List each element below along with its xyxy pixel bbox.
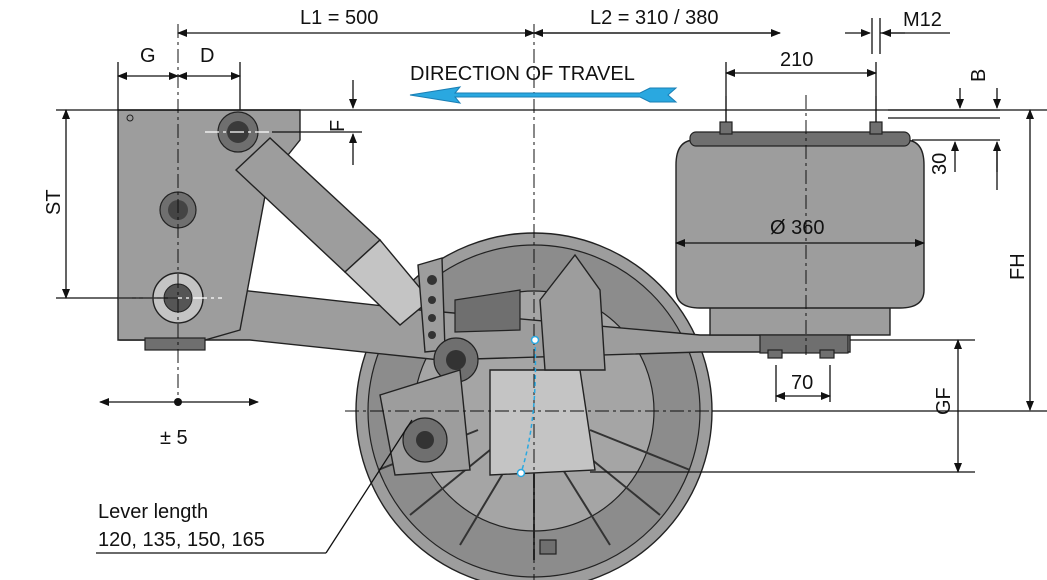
label-diameter: Ø 360 — [770, 217, 824, 239]
direction-of-travel: DIRECTION OF TRAVEL — [409, 63, 678, 104]
bellow-base — [709, 304, 891, 336]
label-st: ST — [43, 189, 65, 215]
dim-70: 70 — [775, 365, 831, 402]
upper-bracket — [539, 253, 606, 371]
label-gf: GF — [933, 387, 955, 415]
dim-diameter: Ø 360 — [675, 217, 925, 247]
dim-st: ST — [43, 109, 178, 299]
stud-right — [869, 121, 883, 135]
stud-left — [719, 121, 733, 135]
label-l2: L2 = 310 / 380 — [590, 7, 718, 29]
label-lever-values: 120, 135, 150, 165 — [98, 529, 265, 551]
direction-arrow-icon — [409, 86, 678, 104]
label-tolerance: ± 5 — [160, 427, 188, 449]
dim-l1: L1 = 500 — [177, 7, 535, 37]
dim-fh: FH — [1007, 109, 1034, 411]
label-30: 30 — [929, 153, 951, 175]
label-m12: M12 — [903, 9, 942, 31]
label-f: F — [327, 120, 349, 132]
axle-stub — [489, 369, 596, 476]
lever-length-note: Lever length 120, 135, 150, 165 — [96, 419, 413, 554]
dim-tolerance: ± 5 — [99, 398, 259, 449]
beam-end-plate — [759, 334, 849, 354]
label-d: D — [200, 45, 214, 67]
drum-clip — [539, 539, 557, 555]
label-lever-title: Lever length — [98, 501, 208, 523]
brake-chamber — [454, 289, 521, 333]
dim-g-d: G D — [117, 45, 241, 110]
label-g: G — [140, 45, 156, 67]
dim-gf: GF — [590, 339, 1047, 473]
brake-lever — [379, 253, 606, 476]
dim-l2: L2 = 310 / 380 — [533, 7, 781, 37]
dim-210: 210 — [725, 49, 877, 96]
label-l1: L1 = 500 — [300, 7, 378, 29]
lever-travel-highlight — [516, 335, 540, 478]
label-210: 210 — [780, 49, 813, 71]
dim-m12: M12 — [845, 9, 950, 54]
label-fh: FH — [1007, 253, 1029, 280]
dim-30: 30 — [912, 139, 1001, 190]
label-direction: DIRECTION OF TRAVEL — [410, 63, 635, 85]
label-70: 70 — [791, 372, 813, 394]
label-b: B — [968, 69, 990, 82]
shock-absorber — [234, 137, 431, 326]
dim-f: F — [272, 80, 362, 165]
air-spring — [675, 96, 925, 309]
